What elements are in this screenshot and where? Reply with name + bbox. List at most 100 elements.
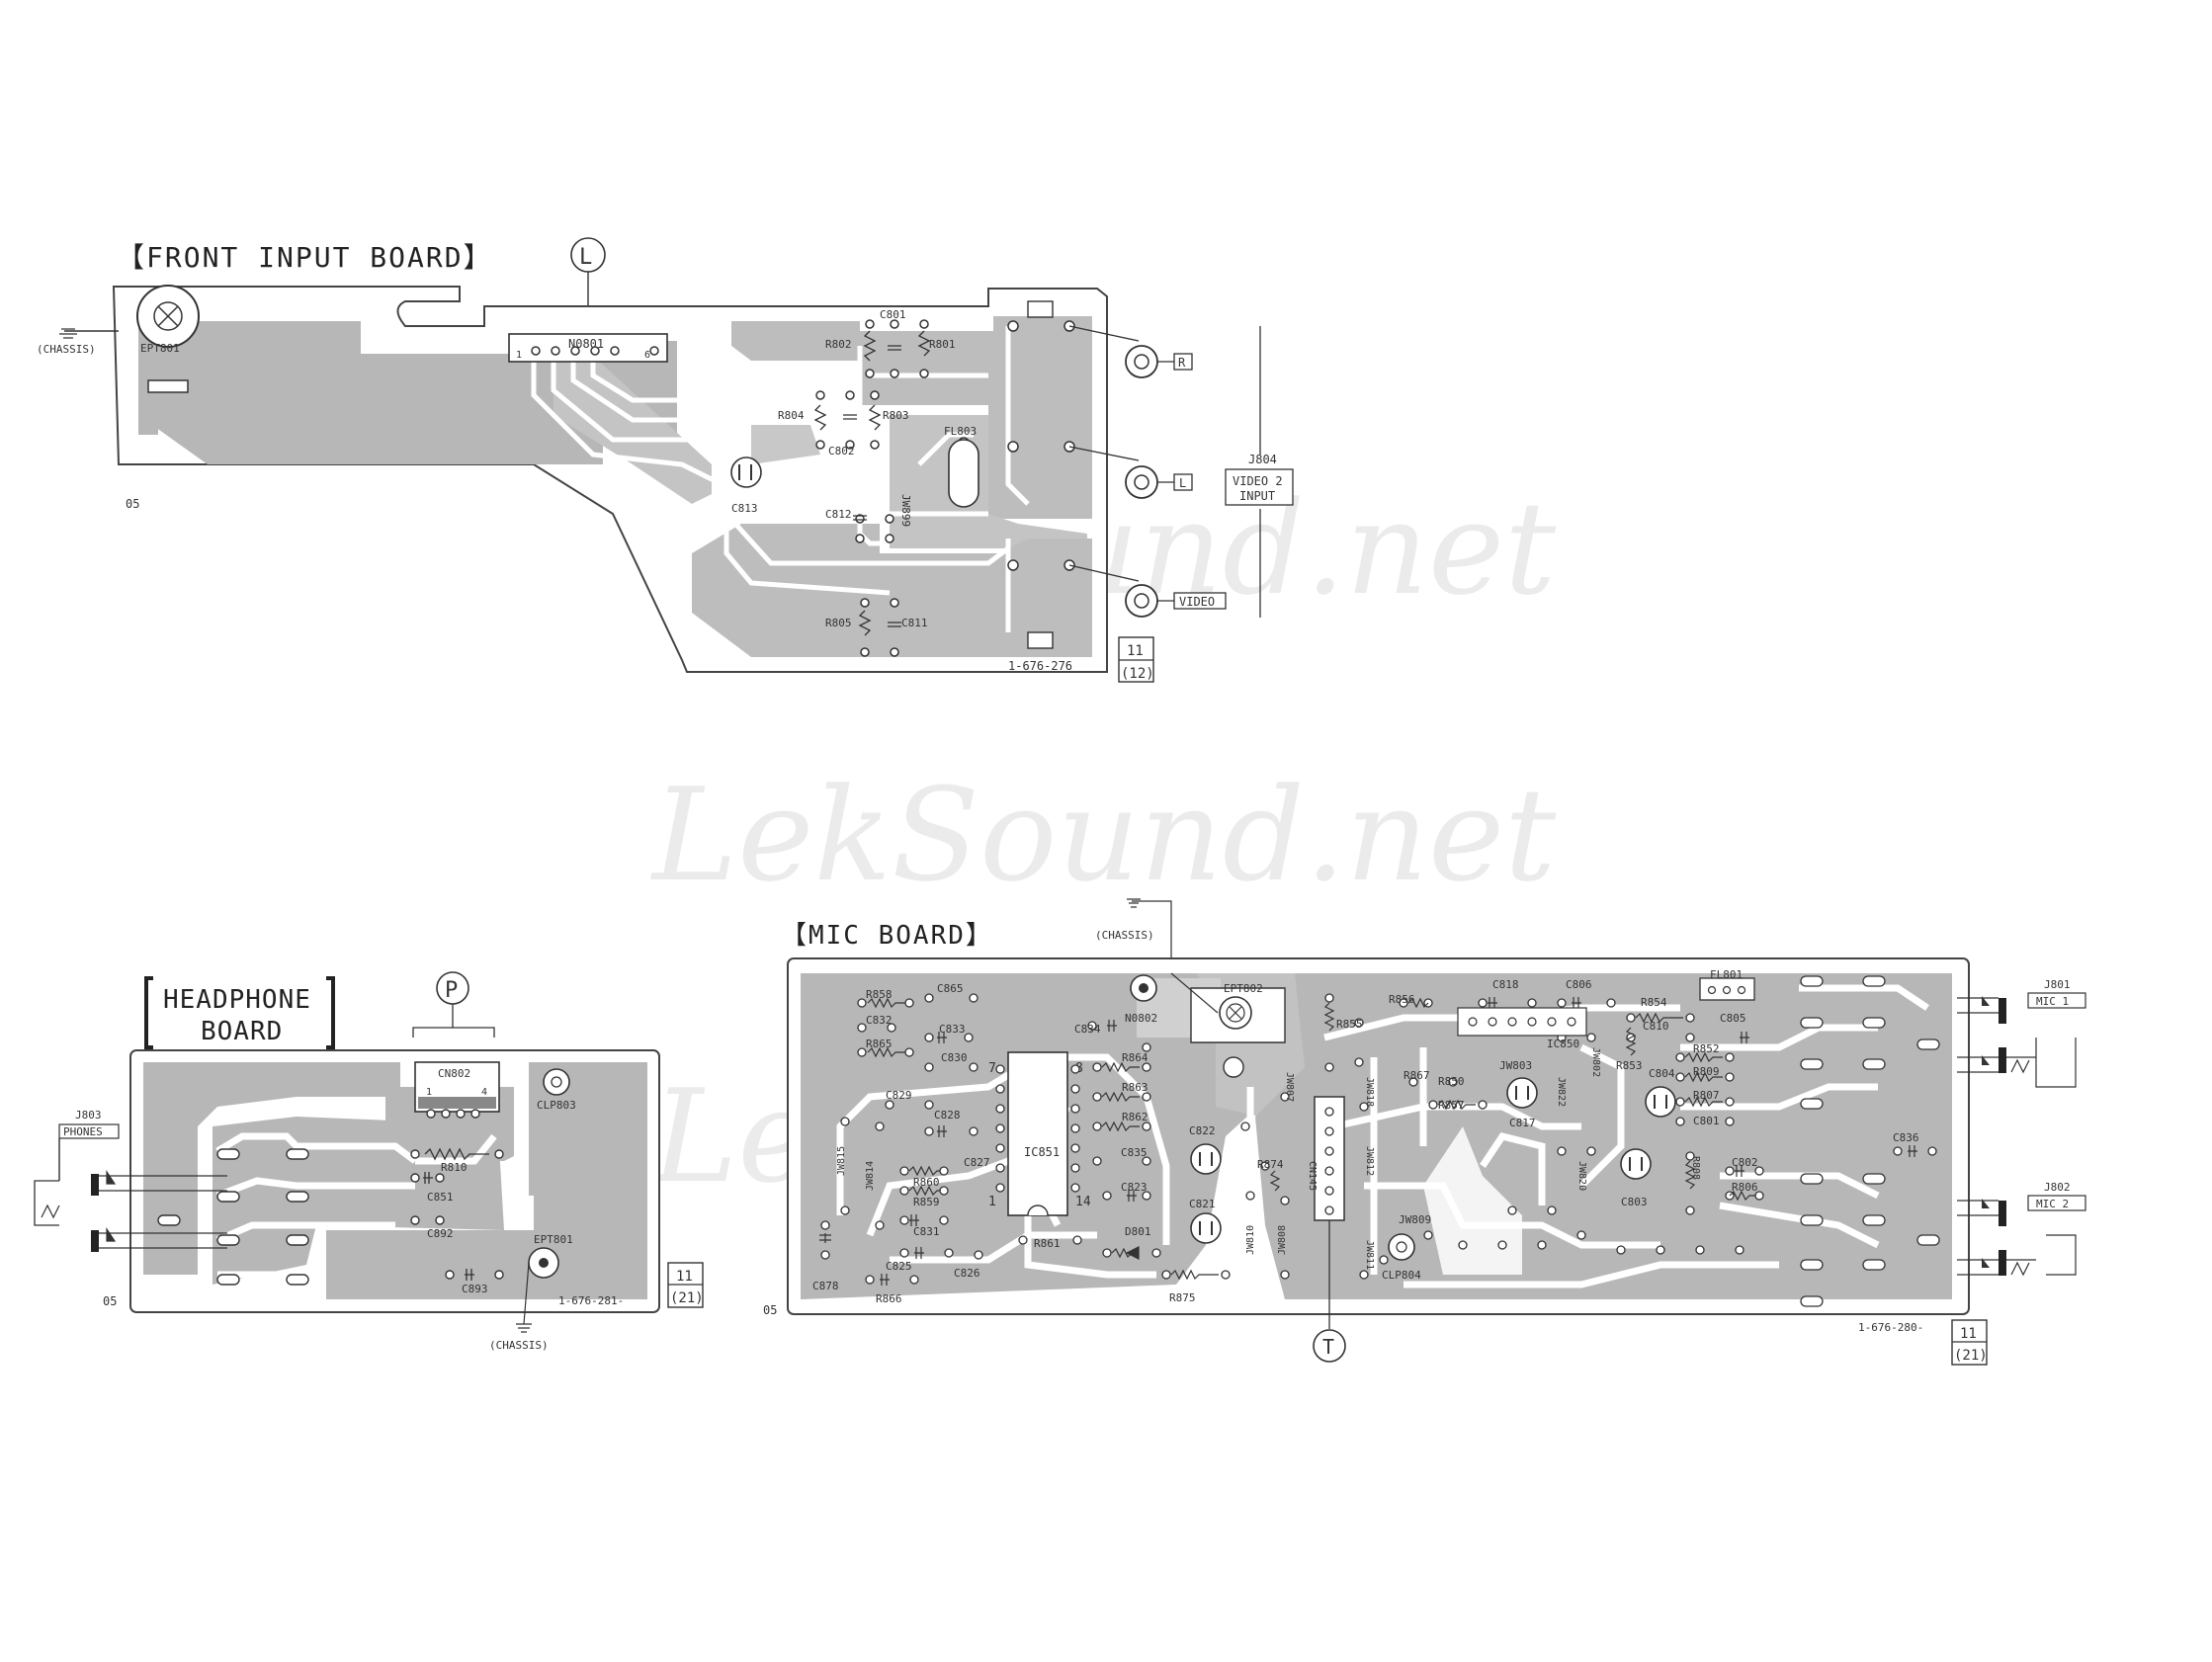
mic-jack2-desc: MIC 2 <box>2036 1198 2069 1210</box>
mic-label-r875: R875 <box>1169 1291 1196 1304</box>
watermark-middle: LekSound.net <box>650 760 1557 910</box>
headphone-label-c892: C892 <box>427 1227 454 1240</box>
mic-label-jw810: JW810 <box>1245 1225 1256 1255</box>
mic-label-jw814: JW814 <box>865 1161 876 1191</box>
front-label-jw899: JW899 <box>899 494 912 527</box>
mic-board-title: 【MIC BOARD】 <box>781 921 993 951</box>
mic-label-r853: R853 <box>1616 1059 1643 1072</box>
mic-label-c806: C806 <box>1566 978 1592 991</box>
mic-label-r864: R864 <box>1122 1051 1149 1064</box>
mic-label-c826: C826 <box>954 1267 980 1280</box>
front-chassis-label: (CHASSIS) <box>37 343 96 356</box>
mic-label-c804: C804 <box>1649 1067 1675 1080</box>
headphone-part-number: 1-676-281- <box>558 1294 624 1307</box>
mic-board: 【MIC BOARD】 (CHASSIS) <box>763 898 2086 1366</box>
headphone-chassis-label: (CHASSIS) <box>489 1339 549 1352</box>
mic-label-jw807: JW807 <box>1284 1072 1295 1102</box>
mic-label-r874: R874 <box>1257 1158 1284 1171</box>
front-jack-desc-2: INPUT <box>1239 489 1275 503</box>
front-label-r801: R801 <box>929 338 956 351</box>
mic-ref-top: 11 <box>1960 1326 1977 1342</box>
headphone-clp803-label: CLP803 <box>537 1099 576 1112</box>
headphone-marker-letter: P <box>445 978 458 1003</box>
mic-ic851-body <box>1007 1051 1068 1216</box>
mic-label-c802: C802 <box>1732 1156 1758 1169</box>
mic-label-r856: R856 <box>1389 993 1415 1006</box>
mic-label-jw803: JW803 <box>1499 1059 1532 1072</box>
mic-label-r807: R807 <box>1693 1089 1720 1102</box>
mic-fl801-label: FL801 <box>1710 968 1743 981</box>
mic-label-jw809: JW809 <box>1399 1213 1431 1226</box>
front-label-fl803: FL803 <box>944 425 977 438</box>
front-connector-pin-6: 6 <box>644 350 650 361</box>
front-terminal-r: R <box>1178 356 1186 370</box>
mic-ref-bottom: (21) <box>1954 1348 1988 1364</box>
mic-label-r865: R865 <box>866 1038 893 1050</box>
mic-label-jw822: JW822 <box>1556 1077 1567 1107</box>
headphone-ref-top: 11 <box>676 1269 693 1285</box>
mic-label-r866: R866 <box>876 1292 902 1305</box>
headphone-ref-bottom: (21) <box>670 1290 704 1306</box>
mic-label-jw812: JW812 <box>1364 1146 1375 1176</box>
mic-jack2-label: J802 <box>2044 1181 2071 1194</box>
mic-label-jw820: JW820 <box>1576 1161 1587 1191</box>
mic-label-r852: R852 <box>1693 1042 1720 1055</box>
mic-label-r860: R860 <box>913 1176 940 1189</box>
mic-label-jw811: JW811 <box>1364 1240 1375 1270</box>
mic-label-r808: R808 <box>1690 1156 1701 1180</box>
mic-label-c865: C865 <box>937 982 964 995</box>
mic-label-c829: C829 <box>886 1089 912 1102</box>
mic-label-r809: R809 <box>1693 1065 1720 1078</box>
headphone-label-c893: C893 <box>462 1283 488 1295</box>
connector-marker-letter: L <box>579 245 592 270</box>
headphone-pin-4: 4 <box>481 1087 487 1098</box>
mic-label-ic850: IC850 <box>1547 1038 1579 1050</box>
mic-label-c821: C821 <box>1189 1198 1216 1210</box>
front-c813-body <box>730 457 762 488</box>
headphone-jack-desc: PHONES <box>63 1125 103 1138</box>
front-side-code: 05 <box>126 497 139 511</box>
headphone-label-c851: C851 <box>427 1191 454 1204</box>
front-label-r805: R805 <box>825 617 852 629</box>
mic-label-c822: C822 <box>1189 1124 1216 1137</box>
mic-label-c831: C831 <box>913 1225 940 1238</box>
front-label-c801: C801 <box>880 308 906 321</box>
mic-label-c878: C878 <box>812 1280 839 1292</box>
front-ept801-label: EPT801 <box>140 342 180 355</box>
mic-ic851-pin14: 14 <box>1075 1195 1091 1209</box>
mic-jack-1: J801 MIC 1 <box>1957 978 2086 1088</box>
mic-ic851-pin7: 7 <box>988 1061 996 1076</box>
mic-label-r859: R859 <box>913 1196 940 1208</box>
mic-label-jw818: JW818 <box>1364 1077 1375 1107</box>
front-label-c813: C813 <box>731 502 758 515</box>
mic-label-c828: C828 <box>934 1109 961 1122</box>
front-ref-bottom: (12) <box>1121 666 1154 682</box>
mic-label-r861: R861 <box>1034 1237 1061 1250</box>
mic-ic851-label: IC851 <box>1024 1145 1060 1159</box>
mic-jack-2: J802 MIC 2 <box>1957 1181 2086 1277</box>
mic-label-c801: C801 <box>1693 1115 1720 1127</box>
headphone-board: HEADPHONE BOARD P CN802 1 4 <box>34 971 704 1352</box>
mic-label-r867: R867 <box>1404 1069 1430 1082</box>
front-jack-desc-1: VIDEO 2 <box>1233 474 1283 488</box>
front-input-board: 【FRONT INPUT BOARD】 L <box>37 237 1294 683</box>
mic-label-c832: C832 <box>866 1014 893 1027</box>
front-input-board-title: 【FRONT INPUT BOARD】 <box>117 241 493 274</box>
mic-label-jw815: JW815 <box>836 1146 847 1176</box>
headphone-jack-label: J803 <box>75 1109 102 1122</box>
front-label-c811: C811 <box>901 617 928 629</box>
headphone-pin-1: 1 <box>426 1087 432 1098</box>
mic-label-c830: C830 <box>941 1051 968 1064</box>
mic-label-c818: C818 <box>1492 978 1519 991</box>
mic-label-r863: R863 <box>1122 1081 1149 1094</box>
front-fl803-body <box>948 439 979 508</box>
headphone-title-2: BOARD <box>201 1017 283 1046</box>
headphone-title-1: HEADPHONE <box>163 985 311 1015</box>
mic-clp804-label: CLP804 <box>1382 1269 1421 1282</box>
front-label-c802: C802 <box>828 445 855 457</box>
front-label-r803: R803 <box>883 409 909 422</box>
mic-label-c833: C833 <box>939 1023 966 1036</box>
mic-ic851-pin1: 1 <box>988 1195 996 1209</box>
mic-jack1-desc: MIC 1 <box>2036 995 2069 1008</box>
headphone-side-code: 05 <box>103 1294 117 1308</box>
